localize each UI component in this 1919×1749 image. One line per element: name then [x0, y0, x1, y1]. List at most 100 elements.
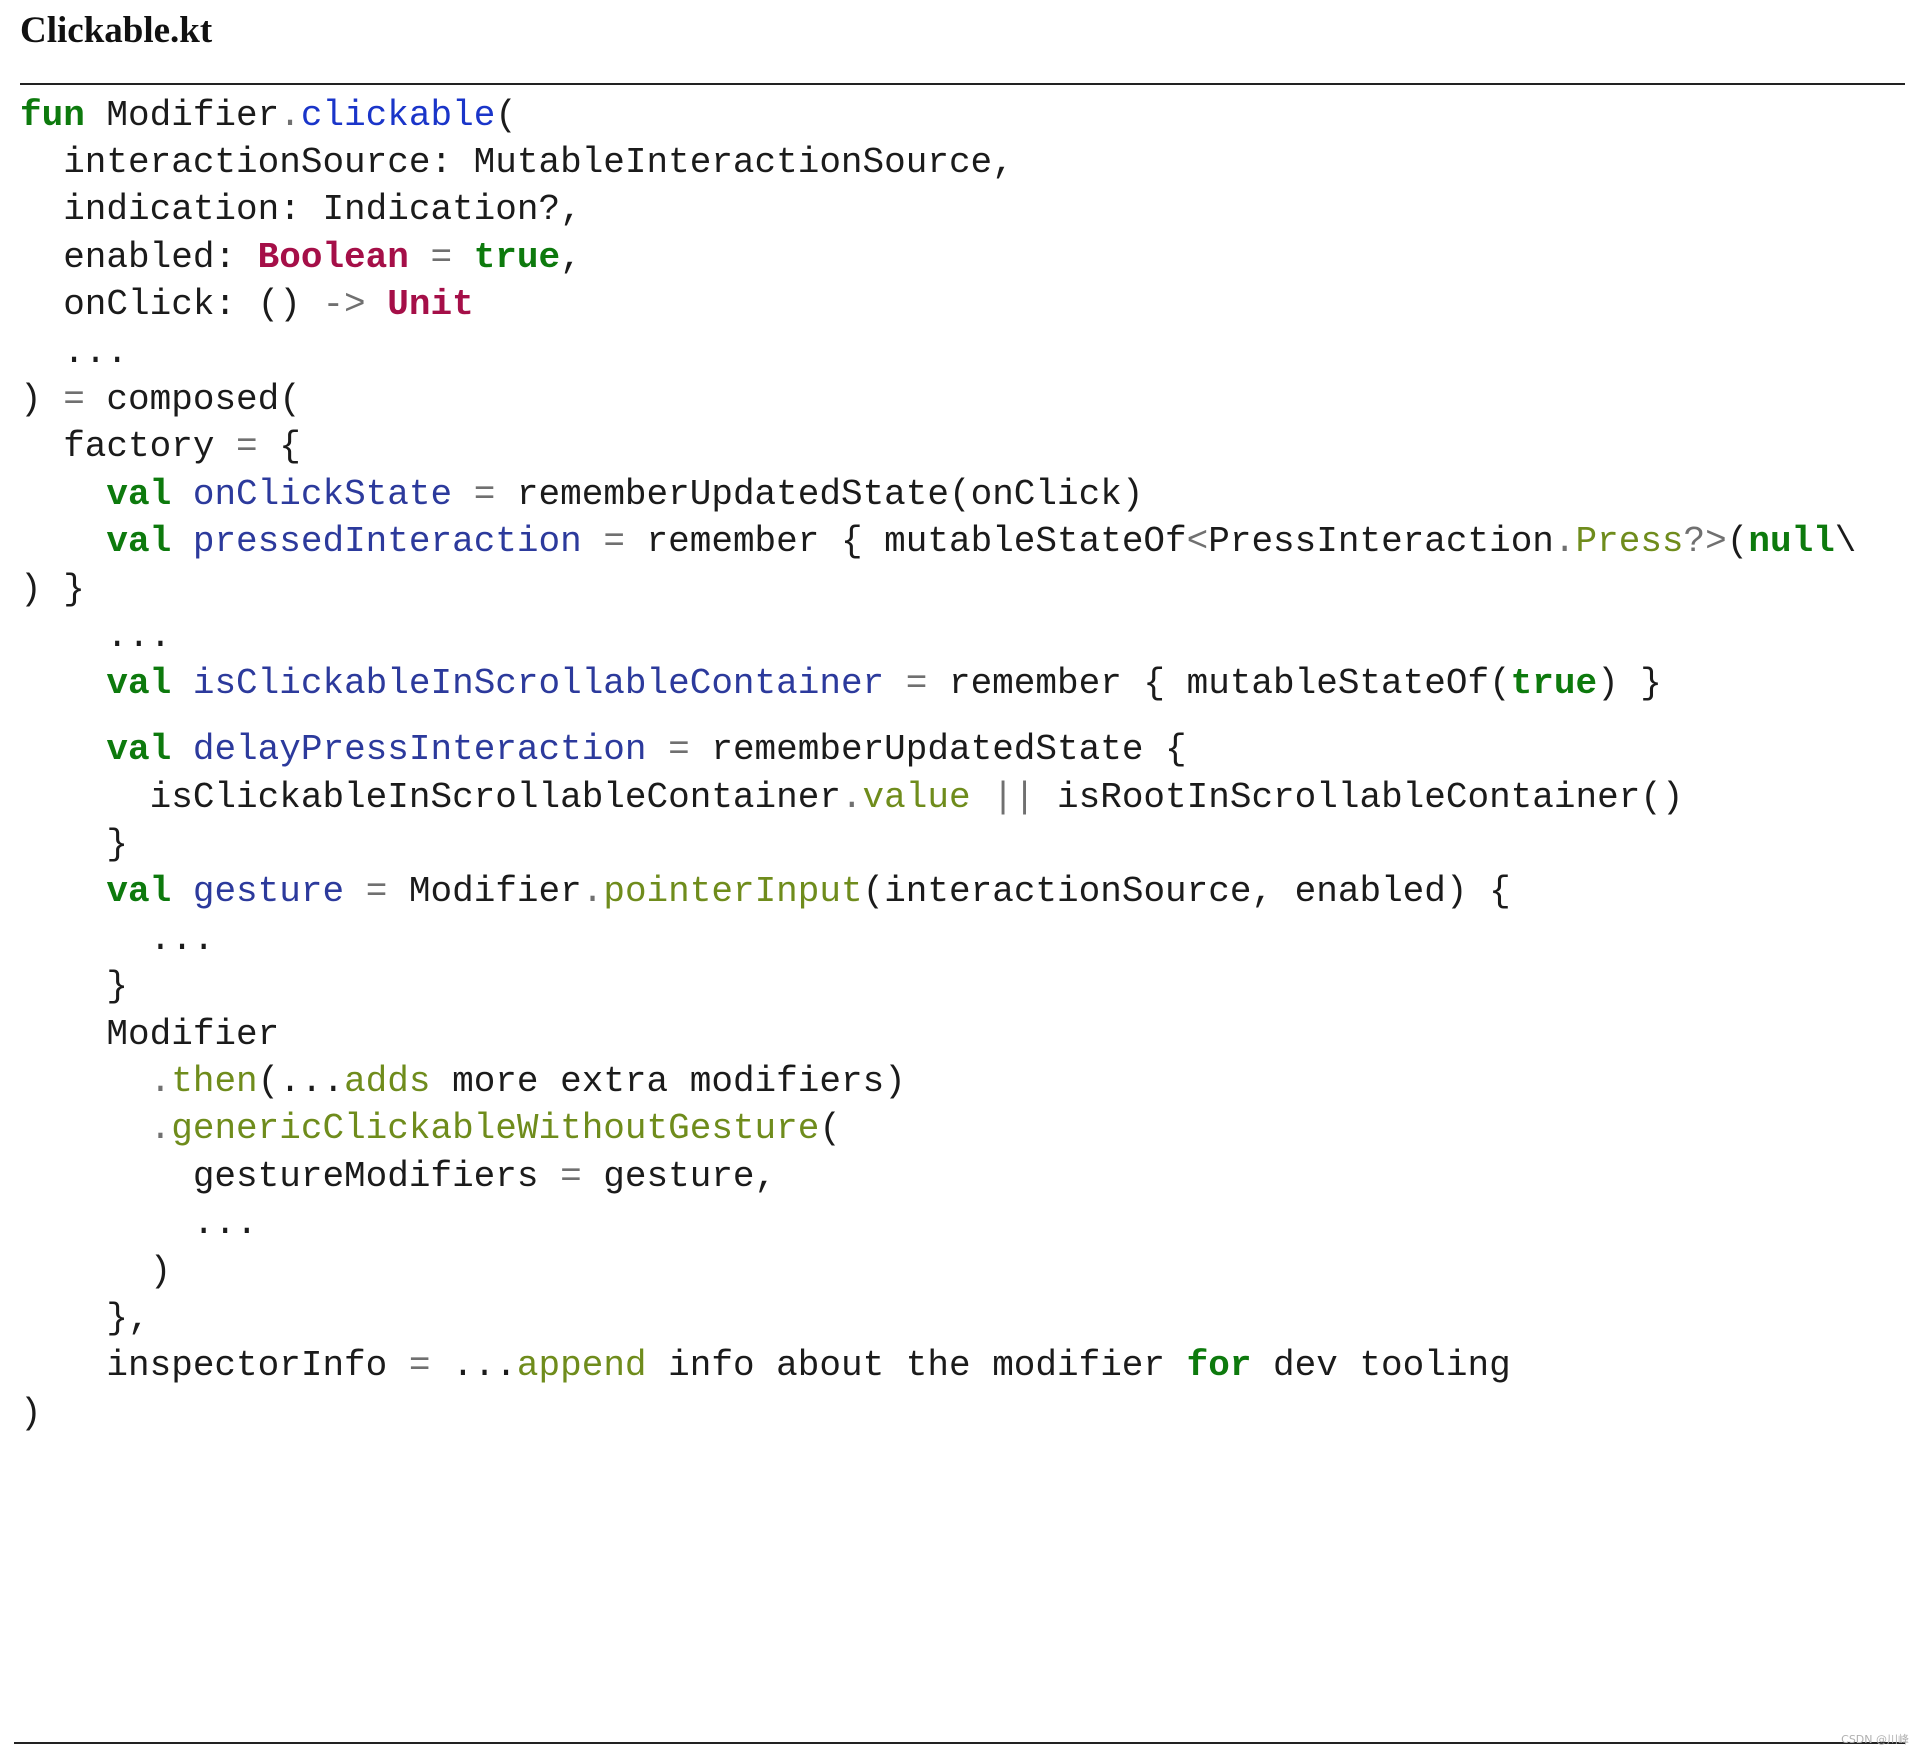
code-line: isClickableInScrollableContainer.value |…	[20, 769, 1684, 827]
code-token-keyword: val	[106, 521, 172, 562]
code-token-plain	[344, 871, 366, 912]
file-title: Clickable.kt	[20, 10, 213, 51]
code-token-type: Unit	[387, 284, 474, 325]
code-token-plain: ...	[20, 616, 172, 657]
code-line: onClick: () -> Unit	[20, 276, 474, 334]
code-token-keyword: val	[106, 663, 172, 704]
code-token-plain	[171, 871, 193, 912]
code-token-plain: inspectorInfo	[20, 1345, 409, 1386]
code-token-plain: gestureModifiers	[20, 1156, 561, 1197]
code-token-operator: .	[840, 777, 863, 818]
code-token-operator: =	[63, 379, 85, 420]
code-token-variable: onClickState	[192, 474, 453, 515]
code-token-plain	[366, 284, 388, 325]
code-line: Modifier	[20, 1006, 279, 1064]
code-token-operator: ||	[992, 777, 1036, 818]
code-token-plain: ...	[20, 332, 129, 373]
code-token-plain: (	[1726, 521, 1749, 562]
code-token-plain: ) }	[1597, 663, 1662, 704]
watermark: CSDN @川峰	[1841, 1733, 1909, 1746]
code-token-plain: interactionSource: MutableInteractionSou…	[20, 142, 1014, 183]
code-token-plain	[20, 1061, 150, 1102]
code-line: .genericClickableWithoutGesture(	[20, 1100, 841, 1158]
code-token-plain: ,	[560, 237, 582, 278]
code-token-plain: factory	[20, 426, 237, 467]
code-token-operator: =	[236, 426, 258, 467]
top-rule	[20, 83, 1905, 85]
code-line: }	[20, 958, 128, 1016]
code-line: ...	[20, 324, 128, 382]
code-token-operator: =	[668, 729, 690, 770]
code-token-type: Boolean	[257, 237, 409, 278]
code-token-plain: composed(	[84, 379, 301, 420]
code-token-keyword: null	[1748, 521, 1835, 562]
code-line: interactionSource: MutableInteractionSou…	[20, 134, 1014, 192]
code-token-keyword: val	[106, 729, 172, 770]
code-token-plain: Modifier	[20, 1014, 280, 1055]
code-token-plain: (	[819, 1108, 841, 1149]
code-token-plain	[884, 663, 906, 704]
code-line: ...	[20, 1195, 258, 1253]
code-token-plain: Modifier	[84, 95, 280, 136]
code-token-plain: ...	[20, 919, 215, 960]
code-token-plain: ...	[430, 1345, 517, 1386]
code-token-member: then	[171, 1061, 258, 1102]
code-token-plain	[171, 521, 193, 562]
code-token-plain: remember { mutableStateOf	[624, 521, 1187, 562]
code-token-plain: isClickableInScrollableContainer	[20, 777, 841, 818]
code-line: ) }	[20, 561, 85, 619]
code-token-operator: ?>	[1683, 521, 1727, 562]
code-token-operator: =	[560, 1156, 582, 1197]
code-token-operator: =	[905, 663, 928, 704]
code-token-plain: PressInteraction	[1208, 521, 1554, 562]
code-line: enabled: Boolean = true,	[20, 229, 582, 287]
code-token-member: Press	[1575, 521, 1684, 562]
code-token-plain: )	[20, 1393, 42, 1434]
code-token-plain: remember { mutableStateOf(	[927, 663, 1511, 704]
code-token-plain	[452, 237, 474, 278]
code-token-function: clickable	[300, 95, 496, 136]
code-token-operator: =	[365, 871, 388, 912]
code-token-operator: =	[473, 474, 496, 515]
code-line: )	[20, 1243, 172, 1301]
code-token-operator: .	[149, 1108, 172, 1149]
code-token-plain	[20, 871, 106, 912]
code-token-plain	[20, 1108, 150, 1149]
code-line: val pressedInteraction = remember { muta…	[20, 513, 1856, 571]
code-token-keyword: val	[106, 474, 172, 515]
code-token-member: adds	[344, 1061, 431, 1102]
code-token-plain	[171, 663, 193, 704]
code-token-plain: rememberUpdatedState(onClick)	[495, 474, 1144, 515]
code-token-plain	[20, 521, 106, 562]
code-token-plain: (	[495, 95, 517, 136]
code-token-plain: }	[20, 966, 129, 1007]
code-token-operator: =	[603, 521, 625, 562]
code-token-plain: info about the modifier	[646, 1345, 1187, 1386]
code-token-plain: dev tooling	[1251, 1345, 1511, 1386]
code-line: )	[20, 1385, 42, 1443]
code-token-plain	[20, 474, 106, 515]
code-token-member: append	[516, 1345, 647, 1386]
code-token-keyword: fun	[20, 95, 85, 136]
code-token-plain	[452, 474, 474, 515]
code-token-plain	[171, 729, 193, 770]
code-token-plain: },	[20, 1298, 150, 1339]
code-line: indication: Indication?,	[20, 181, 582, 239]
code-line: ...	[20, 608, 171, 666]
code-token-operator: .	[1553, 521, 1576, 562]
code-token-plain: isRootInScrollableContainer()	[1035, 777, 1684, 818]
code-token-variable: gesture	[192, 871, 345, 912]
code-token-variable: delayPressInteraction	[192, 729, 647, 770]
code-line: inspectorInfo = ...append info about the…	[20, 1337, 1511, 1395]
code-token-plain	[20, 729, 106, 770]
code-token-operator: =	[430, 237, 453, 278]
code-token-plain: ...	[20, 1203, 258, 1244]
code-line: val onClickState = rememberUpdatedState(…	[20, 466, 1143, 524]
code-token-operator: =	[408, 1345, 431, 1386]
code-line: val delayPressInteraction = rememberUpda…	[20, 721, 1186, 779]
code-token-member: pointerInput	[603, 871, 863, 912]
code-token-plain: gesture,	[581, 1156, 777, 1197]
code-token-plain: onClick: ()	[20, 284, 323, 325]
bottom-rule	[14, 1742, 1905, 1744]
